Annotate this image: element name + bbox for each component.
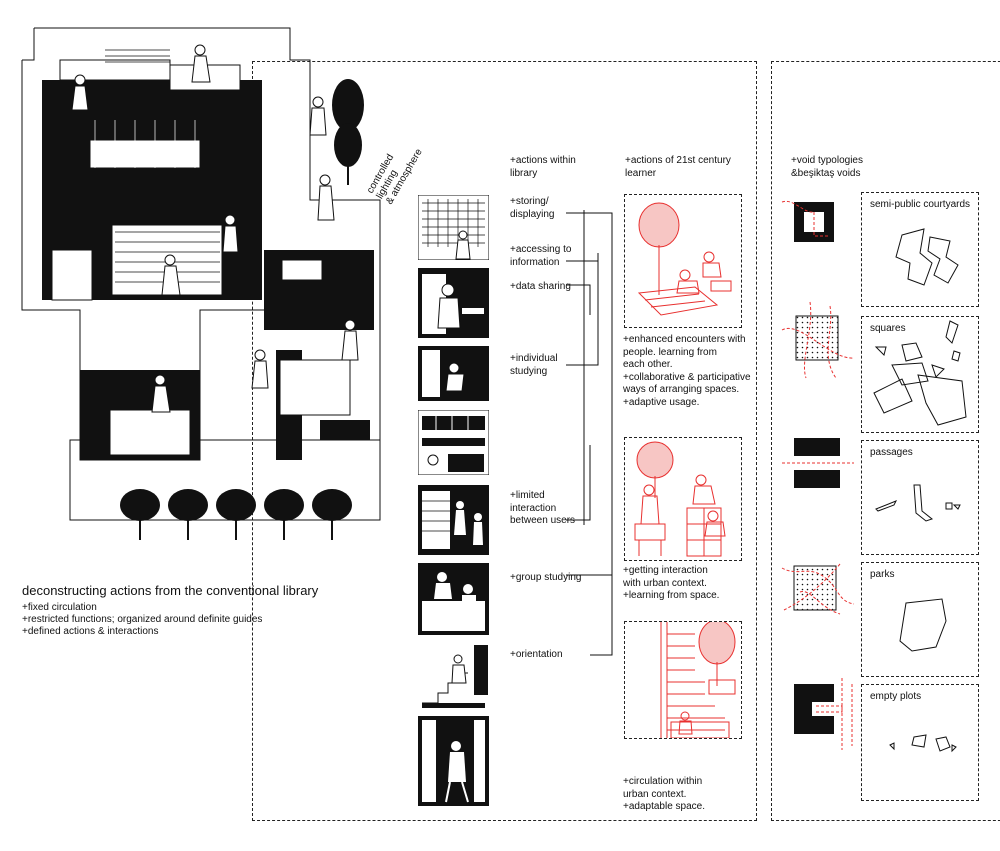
- learner-note: +circulation within urban context. +adap…: [623, 776, 706, 812]
- plan-caption-item: +defined actions & interactions: [22, 626, 159, 637]
- learner-sketch-box-1: [624, 194, 742, 328]
- void-type-label: parks: [870, 569, 895, 580]
- void-type-label: passages: [870, 447, 913, 458]
- thumbnail-individual-studying: [418, 410, 489, 475]
- action-label: +individual studying: [510, 353, 558, 377]
- action-label: +limited interaction between users: [510, 490, 576, 526]
- center-frame: [252, 61, 757, 821]
- empty-plots-footprint: [889, 734, 957, 753]
- plan-caption-title: deconstructing actions from the conventi…: [22, 583, 319, 598]
- passages-footprint: [875, 484, 961, 522]
- people-sitting-sketch: [634, 441, 726, 557]
- square-icon: [781, 301, 855, 379]
- void-box-passages: passages: [861, 440, 979, 555]
- action-label: +storing/ displaying: [510, 196, 555, 220]
- thumbnail-circulation: [418, 716, 489, 806]
- actions-within-heading: +actions within library: [510, 155, 576, 179]
- learner-note: +getting interaction with urban context.…: [623, 565, 720, 601]
- thumbnail-limited-interaction: [418, 485, 489, 555]
- void-box-squares: squares: [861, 316, 979, 433]
- squares-footprint: [873, 320, 967, 426]
- thumbnail-storing: [418, 195, 489, 260]
- learner-sketch-box-2: [624, 437, 742, 561]
- passage-icon: [782, 438, 854, 488]
- action-label: +orientation: [510, 649, 563, 660]
- courtyard-icon: [781, 200, 834, 242]
- action-connectors: [566, 210, 613, 656]
- void-box-empty-plots: empty plots: [861, 684, 979, 801]
- void-type-label: empty plots: [870, 691, 922, 702]
- thumbnail-orientation: [418, 643, 489, 708]
- urban-circulation-sketch: [660, 622, 736, 738]
- right-frame: [771, 61, 1000, 821]
- thumbnail-accessing: [418, 268, 489, 338]
- action-label: +group studying: [510, 572, 582, 583]
- tree-platform-sketch: [637, 202, 732, 316]
- void-type-label: squares: [870, 323, 906, 334]
- void-type-label: semi-public courtyards: [870, 199, 971, 210]
- learner-note: +enhanced encounters with people. learni…: [623, 334, 751, 408]
- learner-sketch-box-3: [624, 621, 742, 739]
- plan-caption-item: +fixed circulation: [22, 602, 97, 613]
- thumbnail-data-sharing: [418, 346, 489, 401]
- plan-caption-item: +restricted functions; organized around …: [22, 614, 263, 625]
- void-box-parks: parks: [861, 562, 979, 677]
- action-label: +data sharing: [510, 281, 571, 292]
- empty-plot-icon: [794, 678, 853, 750]
- void-box-courtyards: semi-public courtyards: [861, 192, 979, 307]
- library-plan-drawing: [21, 27, 381, 540]
- learner-heading: +actions of 21st century learner: [625, 155, 731, 179]
- thumbnail-group-studying: [418, 563, 489, 635]
- park-footprint: [899, 598, 947, 652]
- park-icon: [781, 563, 855, 615]
- voids-heading: +void typologies &beşiktaş voids: [791, 155, 863, 179]
- courtyard-footprint: [895, 228, 959, 286]
- action-label: +accessing to information: [510, 244, 572, 268]
